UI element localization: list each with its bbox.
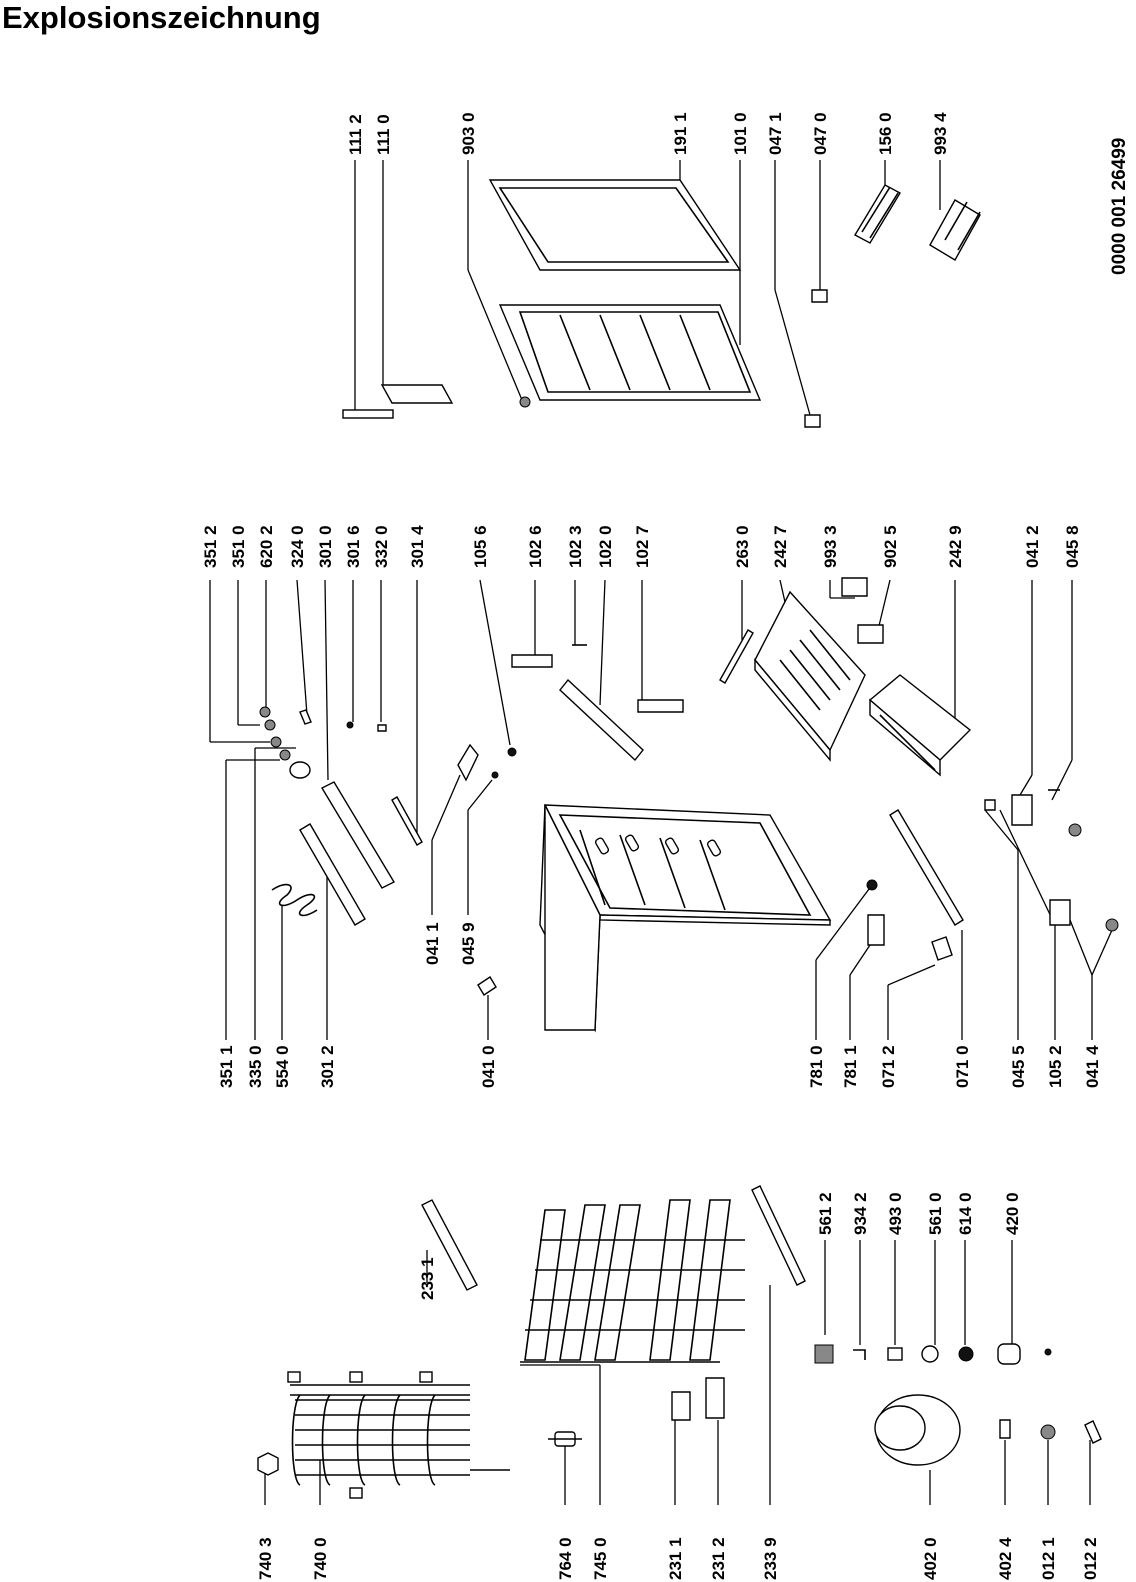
callout-label: 351 2	[201, 525, 220, 568]
callout-label: 242 9	[946, 525, 965, 568]
callout-label: 111 0	[374, 114, 393, 155]
callout-label: 231 1	[666, 1537, 685, 1580]
callout-label: 045 9	[459, 922, 478, 965]
callout-label: 105 2	[1046, 1045, 1065, 1088]
callout-label: 041 0	[479, 1045, 498, 1088]
callout-label: 351 0	[229, 525, 248, 568]
callout-label: 231 2	[709, 1537, 728, 1580]
callout-label: 993 4	[931, 112, 950, 155]
callout-label: 781 0	[807, 1045, 826, 1088]
callout-label: 351 1	[217, 1045, 236, 1088]
evaporator-shelves	[520, 1199, 745, 1363]
door	[498, 304, 762, 401]
callout-label: 041 2	[1023, 525, 1042, 568]
leader-lines	[209, 160, 1113, 1505]
callout-label: 493 0	[886, 1192, 905, 1235]
callout-label: 561 0	[926, 1192, 945, 1235]
callout-label: 903 0	[459, 112, 478, 155]
callout-label: 332 0	[372, 525, 391, 568]
callout-label: 233 9	[761, 1537, 780, 1580]
callout-label: 740 0	[311, 1537, 330, 1580]
callout-label: 902 5	[881, 525, 900, 568]
callout-label: 301 2	[318, 1045, 337, 1088]
callout-label: 745 0	[591, 1537, 610, 1580]
callout-label: 614 0	[956, 1192, 975, 1235]
callout-label: 335 0	[246, 1045, 265, 1088]
callout-label: 561 2	[816, 1192, 835, 1235]
callout-label: 934 2	[851, 1192, 870, 1235]
callout-label: 263 0	[733, 525, 752, 568]
callout-label: 047 1	[766, 112, 785, 155]
callout-label: 402 0	[921, 1537, 940, 1580]
callout-label: 301 0	[316, 525, 335, 568]
callout-label: 554 0	[273, 1045, 292, 1088]
callout-label: 156 0	[876, 112, 895, 155]
callout-label: 101 0	[731, 112, 750, 155]
callout-label: 764 0	[556, 1537, 575, 1580]
callout-label: 301 6	[344, 525, 363, 568]
callout-label: 071 0	[953, 1045, 972, 1088]
callout-label: 012 1	[1039, 1537, 1058, 1580]
callout-label: 102 0	[596, 525, 615, 568]
callout-label: 102 3	[566, 525, 585, 568]
callout-label: 041 1	[423, 922, 442, 965]
callout-label: 242 7	[771, 525, 790, 568]
callout-label: 045 5	[1009, 1045, 1028, 1088]
callout-label: 105 6	[471, 525, 490, 568]
callout-label: 102 6	[526, 525, 545, 568]
condenser-coil	[287, 1371, 510, 1499]
callout-label: 012 2	[1081, 1537, 1100, 1580]
callout-label: 047 0	[811, 112, 830, 155]
cabinet	[539, 804, 832, 1033]
part-callouts: 740 3 740 0 764 0 745 0 231 1 231 2 233 …	[201, 112, 1102, 1580]
callout-label: 740 3	[256, 1537, 275, 1580]
callout-label: 191 1	[671, 112, 690, 155]
callout-label: 420 0	[1003, 1192, 1022, 1235]
callout-label: 324 0	[288, 525, 307, 568]
callout-label: 781 1	[841, 1045, 860, 1088]
callout-label: 111 2	[346, 114, 365, 155]
parts	[257, 179, 1119, 1499]
page-title: Explosionszeichnung	[2, 0, 321, 35]
drawing-number: 0000 001 26499	[1109, 138, 1130, 275]
callout-label: 402 4	[996, 1537, 1015, 1580]
callout-label: 071 2	[879, 1045, 898, 1088]
callout-label: 102 7	[633, 525, 652, 568]
callout-label: 041 4	[1083, 1045, 1102, 1088]
callout-label: 301 4	[408, 525, 427, 568]
callout-label: 045 8	[1063, 525, 1082, 568]
callout-label: 993 3	[821, 525, 840, 568]
callout-label: 620 2	[257, 525, 276, 568]
callout-label: 233 1	[418, 1257, 437, 1300]
